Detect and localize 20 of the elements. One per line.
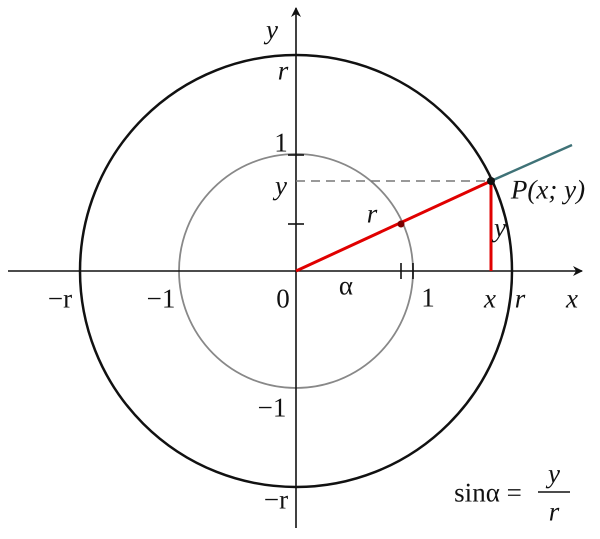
tick-label: y <box>275 172 287 200</box>
formula-text: y <box>548 460 560 488</box>
tick-label: −r <box>264 486 288 514</box>
tick-label: −r <box>48 286 72 312</box>
tick-label: 1 <box>421 284 435 312</box>
tick-label: 1 <box>274 130 288 156</box>
point-label: P(x; y) <box>510 176 586 204</box>
formula-text: sinα = <box>454 480 522 506</box>
tick-label: −1 <box>146 286 176 312</box>
tick-label: −1 <box>258 394 286 422</box>
formula-text: r <box>548 498 560 526</box>
segment-label: y <box>494 214 506 242</box>
tick-label: r <box>278 58 288 84</box>
angle-label: α <box>338 272 354 300</box>
tick-label: 0 <box>276 286 290 312</box>
tick-label: x <box>484 286 496 312</box>
axis-label: x <box>566 286 578 312</box>
axis-label: y <box>266 16 278 44</box>
segment-label: r <box>366 200 378 228</box>
tick-label: r <box>514 286 526 312</box>
